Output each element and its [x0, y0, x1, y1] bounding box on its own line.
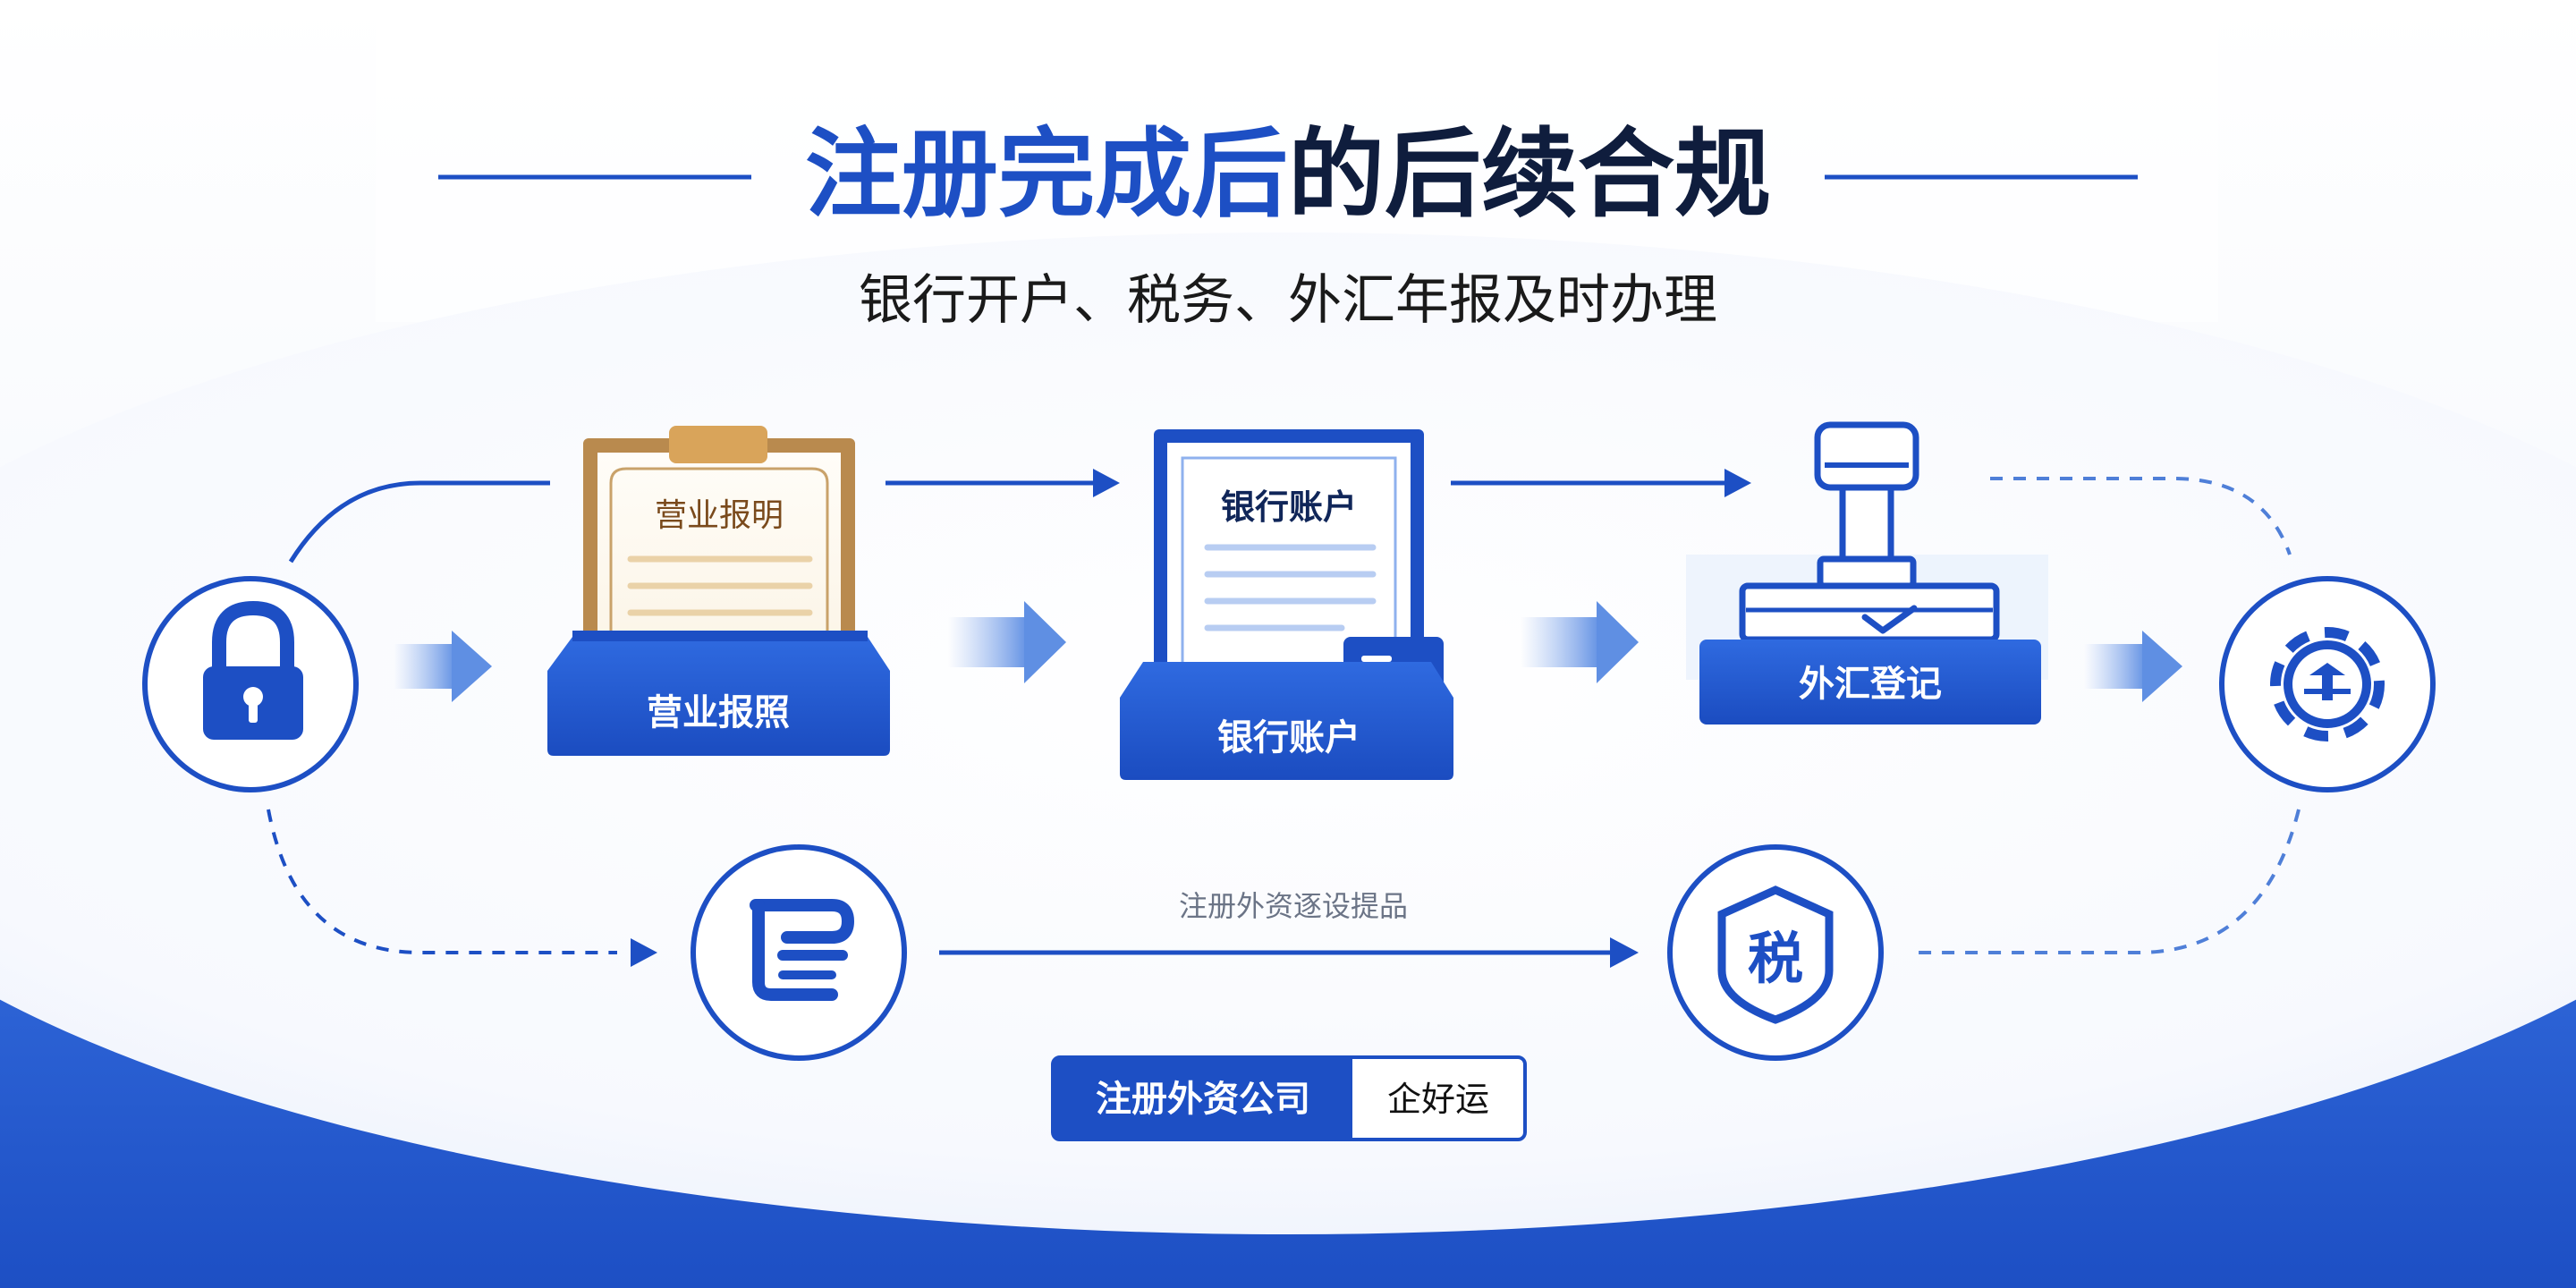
connector-start-license	[288, 480, 550, 564]
lock-icon	[203, 600, 303, 740]
bank-tray	[1120, 662, 1453, 780]
arrowhead-license-bank	[1093, 469, 1120, 497]
license-label: 营业报照	[647, 692, 790, 733]
arrowhead-lower-tax	[1610, 937, 1639, 968]
connector-forex-end	[1990, 477, 2292, 555]
forex-tray	[1699, 640, 2041, 724]
fade-arrow-2	[948, 601, 1066, 683]
license-doc-title: 营业报明	[655, 497, 784, 534]
connector-end-tax	[1919, 809, 2301, 954]
arrowhead-bank-forex	[1724, 469, 1751, 497]
brand-left: 注册外资公司	[1096, 1079, 1310, 1120]
tax-node: 税	[1667, 844, 1884, 1061]
title-highlight: 注册完成后	[805, 119, 1288, 231]
brand-right: 企好运	[1387, 1080, 1489, 1119]
bank-label: 银行账户	[1217, 717, 1360, 758]
page-title: 注册完成后的后续合规	[805, 119, 1771, 231]
flow-caption: 注册外资逐设提品	[1179, 889, 1408, 923]
fade-arrow-3	[1521, 601, 1639, 683]
bank-doc-title: 银行账户	[1221, 487, 1357, 527]
step-forex-registration: 外汇登记	[1686, 421, 2048, 724]
end-node	[2219, 576, 2436, 792]
fade-arrow-1	[394, 631, 492, 702]
brand-badge: 注册外资公司 企好运	[1051, 1055, 1527, 1141]
bottom-blue-band	[0, 948, 2576, 1288]
page-subtitle: 银行开户、税务、外汇年报及时办理	[859, 269, 1717, 332]
connector-start-lower	[267, 809, 617, 954]
lower-left-node	[691, 844, 907, 1061]
clipboard-clip	[669, 426, 767, 463]
license-tray	[547, 637, 890, 756]
shield-icon	[1717, 886, 1834, 1024]
start-node	[142, 576, 359, 792]
fade-arrow-4	[2084, 631, 2182, 702]
stamp-icon	[1739, 421, 2000, 643]
title-rest: 的后续合规	[1288, 119, 1771, 231]
arrowhead-start-lower	[631, 938, 657, 967]
tax-icon-text: 税	[1748, 926, 1803, 991]
step-bank-account: 银行账户 银行账户	[1120, 429, 1453, 780]
document-list-icon	[750, 899, 855, 1001]
forex-label: 外汇登记	[1799, 664, 1942, 705]
step-business-license: 营业报明 营业报照	[547, 426, 890, 756]
gear-icon	[2270, 627, 2385, 741]
